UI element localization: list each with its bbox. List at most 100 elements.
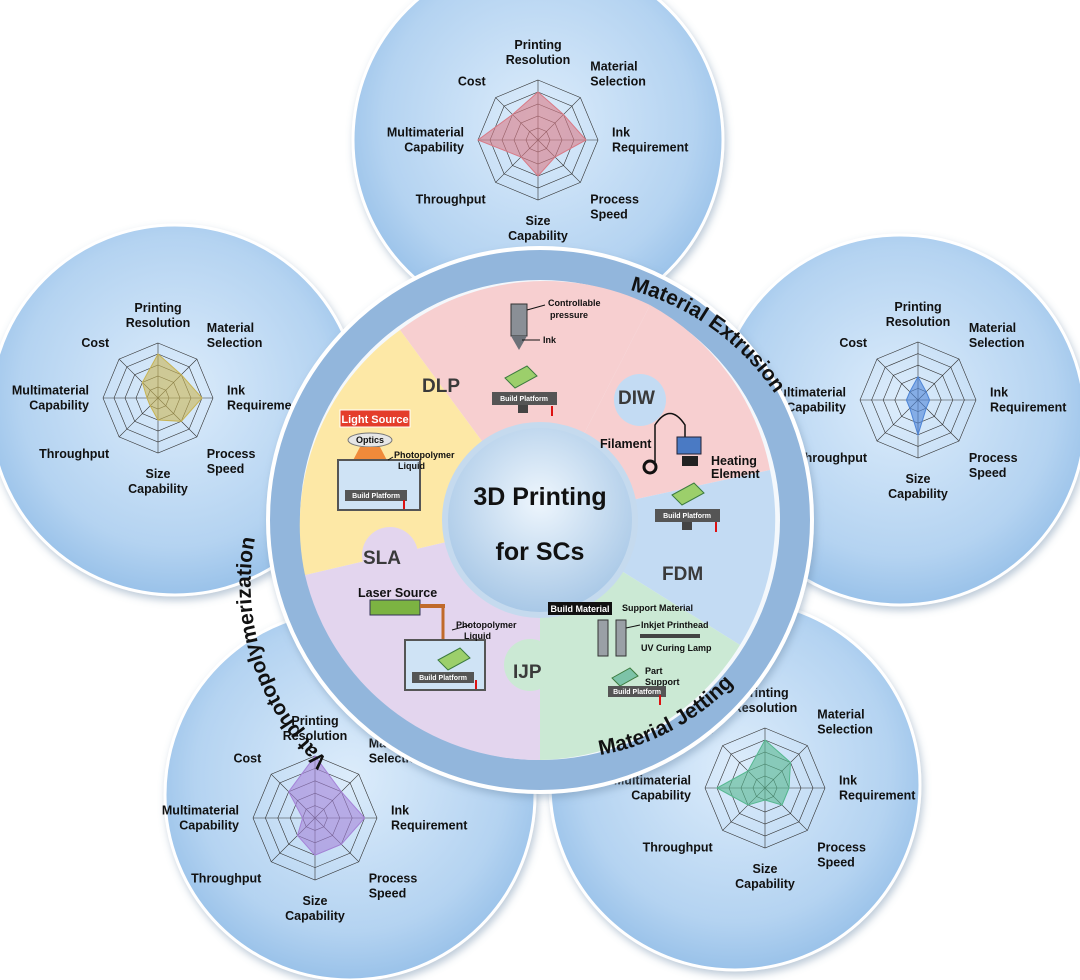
label-photopolymer: Photopolymer	[456, 620, 517, 630]
radar-axis-label: Cost	[839, 336, 868, 350]
process-label-dlp: DLP	[422, 376, 460, 397]
radar-axis-label: Multimaterial	[769, 386, 846, 400]
svg-text:Build Platform: Build Platform	[613, 689, 661, 696]
radar-axis-label: Multimaterial	[387, 126, 464, 140]
center-hub	[442, 422, 638, 618]
radar-series-area	[715, 739, 792, 806]
radar-axis-label: Speed	[590, 207, 628, 221]
radar-axis-label: Ink	[391, 804, 409, 818]
center-title-line2: for SCs	[496, 538, 585, 566]
label-heating: Heating	[711, 454, 757, 468]
extruder	[676, 436, 702, 455]
syringe	[510, 303, 528, 337]
process-label-ijp: IJP	[513, 662, 542, 683]
label-support: Support	[645, 677, 680, 687]
laser	[369, 599, 421, 616]
radar-axis-label: Speed	[369, 887, 407, 901]
radar-axis-label: Material	[969, 321, 1016, 335]
process-label-sla: SLA	[363, 548, 401, 569]
radar-series-area	[476, 91, 587, 177]
svg-text:Build Platform: Build Platform	[500, 396, 548, 403]
heating-element	[682, 456, 698, 466]
radar-axis-label: Capability	[128, 482, 188, 496]
radar-axis-label: Ink	[839, 774, 857, 788]
radar-axis-label: Process	[817, 840, 866, 854]
label-uv-curing-lamp: UV Curing Lamp	[641, 643, 712, 653]
radar-axis-label: Size	[302, 894, 327, 908]
svg-text:Build Platform: Build Platform	[663, 513, 711, 520]
radar-axis-label: Size	[905, 472, 930, 486]
process-label-fdm: FDM	[662, 564, 703, 585]
radar-axis-label: Multimaterial	[12, 384, 89, 398]
sla-schematic: Laser Source Photopolymer Liquid Build P…	[358, 586, 517, 691]
radar-axis-label: Resolution	[126, 316, 191, 330]
radar-axis-label: Ink	[990, 386, 1008, 400]
puzzle-knob	[504, 639, 556, 691]
label-ink: Ink	[543, 335, 557, 345]
radar-axis-label: Cost	[234, 751, 263, 765]
radar-axis-label: Ink	[227, 384, 245, 398]
label-controllable-pressure-2: pressure	[550, 310, 588, 320]
radar-axis-label: Resolution	[506, 53, 571, 67]
label-element: Element	[711, 467, 760, 481]
radar-axis-label: Requirement	[839, 789, 916, 803]
radar-axis-label: Printing	[894, 300, 941, 314]
radar-axis-label: Resolution	[886, 315, 951, 329]
radar-axis-label: Cost	[81, 336, 110, 350]
label-part: Part	[645, 666, 663, 676]
center-title-line1: 3D Printing	[473, 483, 606, 511]
process-label-diw: DIW	[618, 388, 655, 409]
puzzle-knob	[674, 534, 726, 586]
light-source	[339, 409, 411, 428]
radar-axis-label: Resolution	[283, 729, 348, 743]
radar-axis-label: Requirement	[391, 819, 468, 833]
radar-axis-label: Multimaterial	[162, 804, 239, 818]
radar-axis-label: Selection	[969, 336, 1025, 350]
radar-axis-label: Process	[590, 192, 639, 206]
label-liquid: Liquid	[464, 631, 491, 641]
radar-axis-label: Printing	[134, 301, 181, 315]
label-inkjet-printhead: Inkjet Printhead	[641, 620, 709, 630]
radar-axis-label: Requirement	[227, 399, 304, 413]
radar-axis-label: Ink	[612, 126, 630, 140]
radar-axis-label: Selection	[207, 336, 263, 350]
radar-axis-label: Selection	[590, 75, 646, 89]
label-filament: Filament	[600, 437, 652, 451]
radar-axis-label: Requirement	[612, 141, 689, 155]
radar-axis-label: Throughput	[191, 872, 262, 886]
printhead	[597, 619, 609, 657]
radar-axis-label: Speed	[817, 855, 855, 869]
radar-axis-label: Size	[145, 467, 170, 481]
radar-axis-label: Requirement	[990, 401, 1067, 415]
label-support-material: Support Material	[622, 603, 693, 613]
radar-axis-label: Throughput	[416, 192, 487, 206]
radar-axis-label: Capability	[786, 401, 846, 415]
resin-vat	[337, 459, 421, 511]
radar-axis-label: Resolution	[733, 701, 798, 715]
radar-axis-label: Capability	[29, 399, 89, 413]
radar-axis-label: Process	[969, 451, 1018, 465]
radar-series-area	[905, 375, 931, 437]
puzzle-knob	[362, 527, 418, 583]
svg-text:Build Platform: Build Platform	[352, 493, 400, 500]
label-liquid: Liquid	[398, 461, 425, 471]
radar-axis-label: Throughput	[797, 451, 868, 465]
radar-axis-label: Selection	[817, 723, 873, 737]
radar-axis-label: Material	[817, 708, 864, 722]
ijp-schematic: Build Material Support Material Inkjet P…	[548, 602, 712, 705]
svg-text:Build Platform: Build Platform	[419, 675, 467, 682]
printhead	[615, 619, 627, 657]
radar-axis-label: Speed	[207, 462, 245, 476]
radar-axis-label: Printing	[291, 714, 338, 728]
build-material-box	[548, 602, 612, 615]
radar-axis-label: Capability	[888, 487, 948, 501]
radar-axis-label: Capability	[631, 789, 691, 803]
radar-axis-label: Material	[207, 321, 254, 335]
svg-text:Optics: Optics	[356, 435, 384, 445]
dlp-schematic: Light Source Optics Photopolymer Liquid …	[337, 409, 455, 511]
